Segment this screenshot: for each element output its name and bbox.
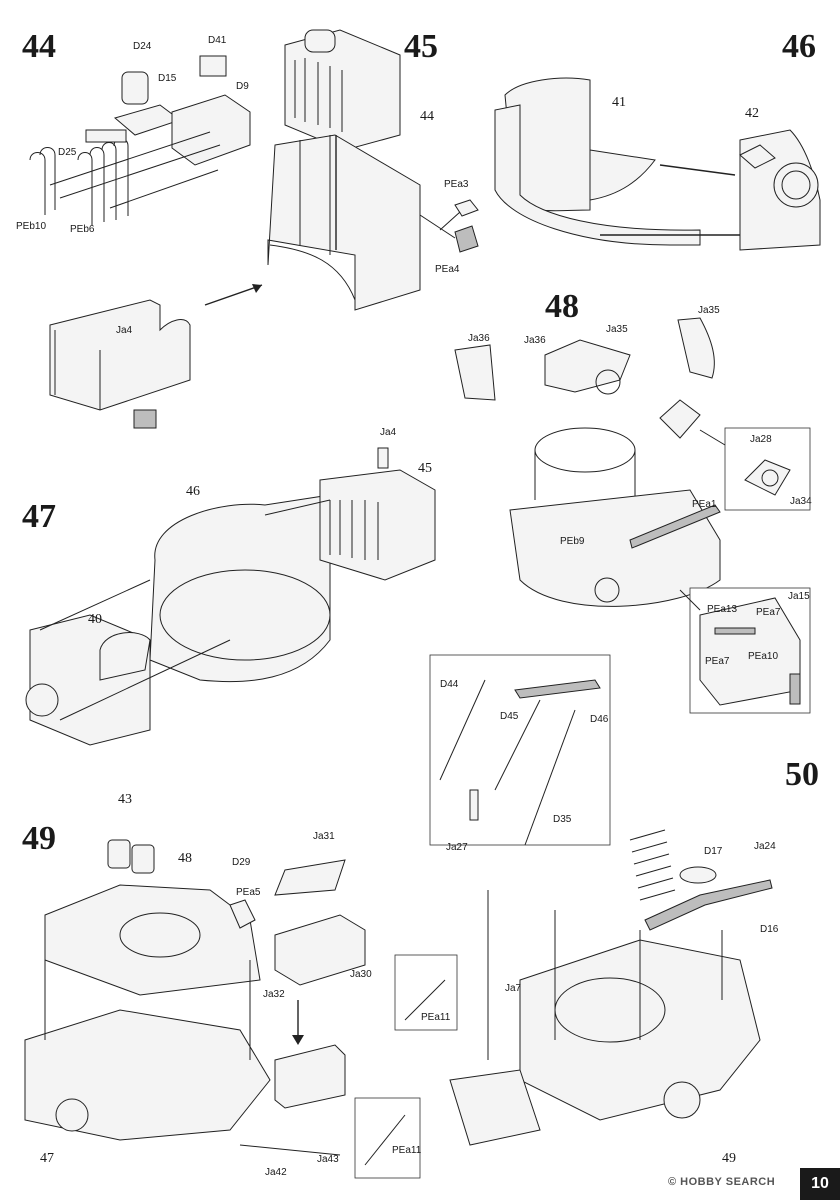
part-label-d44: D44 xyxy=(440,679,459,690)
part-label-d35: D35 xyxy=(553,814,572,825)
part-label-pea5: PEa5 xyxy=(236,887,261,898)
part-label-ja4: Ja4 xyxy=(116,325,133,336)
part-label-ja32: Ja32 xyxy=(263,989,285,1000)
step-49-drawing xyxy=(24,839,458,1179)
part-label-d29: D29 xyxy=(232,857,251,868)
part-label-d16: D16 xyxy=(760,924,779,935)
part-label-d17: D17 xyxy=(704,846,723,857)
step-44-number: 44 xyxy=(22,28,56,65)
part-label-ja24: Ja24 xyxy=(754,841,776,852)
part-label-pea13: PEa13 xyxy=(707,604,738,615)
step-49-number: 49 xyxy=(22,820,56,857)
part-label-ja30: Ja30 xyxy=(350,969,372,980)
part-label-d24: D24 xyxy=(133,41,152,52)
part-label-pea1: PEa1 xyxy=(692,499,717,510)
part-label-d25: D25 xyxy=(58,147,77,158)
callout-44: 44 xyxy=(420,109,434,124)
part-label-d45: D45 xyxy=(500,711,519,722)
step-44-drawing xyxy=(29,55,251,225)
part-label-ja36-b: Ja36 xyxy=(524,335,546,346)
step-47-drawing xyxy=(25,447,436,746)
part-label-ja42: Ja42 xyxy=(265,1167,287,1178)
callout-49: 49 xyxy=(722,1151,736,1166)
part-label-d41: D41 xyxy=(208,35,227,46)
part-label-pea4: PEa4 xyxy=(435,264,460,275)
part-label-peb10: PEb10 xyxy=(16,221,47,232)
part-label-ja27: Ja27 xyxy=(446,842,468,853)
part-label-peb6: PEb6 xyxy=(70,224,95,235)
part-label-ja34: Ja34 xyxy=(790,496,812,507)
part-label-d46: D46 xyxy=(590,714,609,725)
callout-41: 41 xyxy=(612,95,626,110)
part-label-pea11-b: PEa11 xyxy=(392,1145,422,1156)
step-48-drawing xyxy=(454,317,811,714)
step-46-drawing xyxy=(494,77,821,251)
part-label-ja4-b: Ja4 xyxy=(380,427,397,438)
part-label-pea3: PEa3 xyxy=(444,179,469,190)
part-label-ja35: Ja35 xyxy=(606,324,628,335)
hobby-search-watermark: © HOBBY SEARCH xyxy=(668,1176,776,1188)
step-45-drawing xyxy=(267,29,479,311)
part-label-pea10: PEa10 xyxy=(748,651,779,662)
part-label-ja35-b: Ja35 xyxy=(698,305,720,316)
step-50-number: 50 xyxy=(785,756,819,793)
part-label-ja7: Ja7 xyxy=(505,983,522,994)
step-48-number: 48 xyxy=(545,288,579,325)
part-label-ja43: Ja43 xyxy=(317,1154,339,1165)
page-number: 10 xyxy=(800,1168,840,1200)
ja4-part-drawing xyxy=(49,284,263,429)
part-label-peb9: PEb9 xyxy=(560,536,585,547)
step-46-number: 46 xyxy=(782,28,816,65)
callout-46: 46 xyxy=(186,484,200,499)
part-label-ja28: Ja28 xyxy=(750,434,772,445)
callout-43: 43 xyxy=(118,792,132,807)
callout-40: 40 xyxy=(88,612,102,627)
part-label-d9: D9 xyxy=(236,81,249,92)
part-label-ja31: Ja31 xyxy=(313,831,335,842)
callout-48: 48 xyxy=(178,851,192,866)
cable-inset-drawing xyxy=(429,654,611,846)
step-45-number: 45 xyxy=(404,28,438,65)
callout-47: 47 xyxy=(40,1151,54,1166)
part-label-ja36: Ja36 xyxy=(468,333,490,344)
step-50-drawing xyxy=(449,829,773,1146)
part-label-pea7-b: PEa7 xyxy=(705,656,730,667)
part-label-ja15: Ja15 xyxy=(788,591,810,602)
callout-45: 45 xyxy=(418,461,432,476)
part-label-pea7: PEa7 xyxy=(756,607,781,618)
step-47-number: 47 xyxy=(22,498,56,535)
callout-42: 42 xyxy=(745,106,759,121)
part-label-d15: D15 xyxy=(158,73,177,84)
part-label-pea11: PEa11 xyxy=(421,1012,451,1023)
